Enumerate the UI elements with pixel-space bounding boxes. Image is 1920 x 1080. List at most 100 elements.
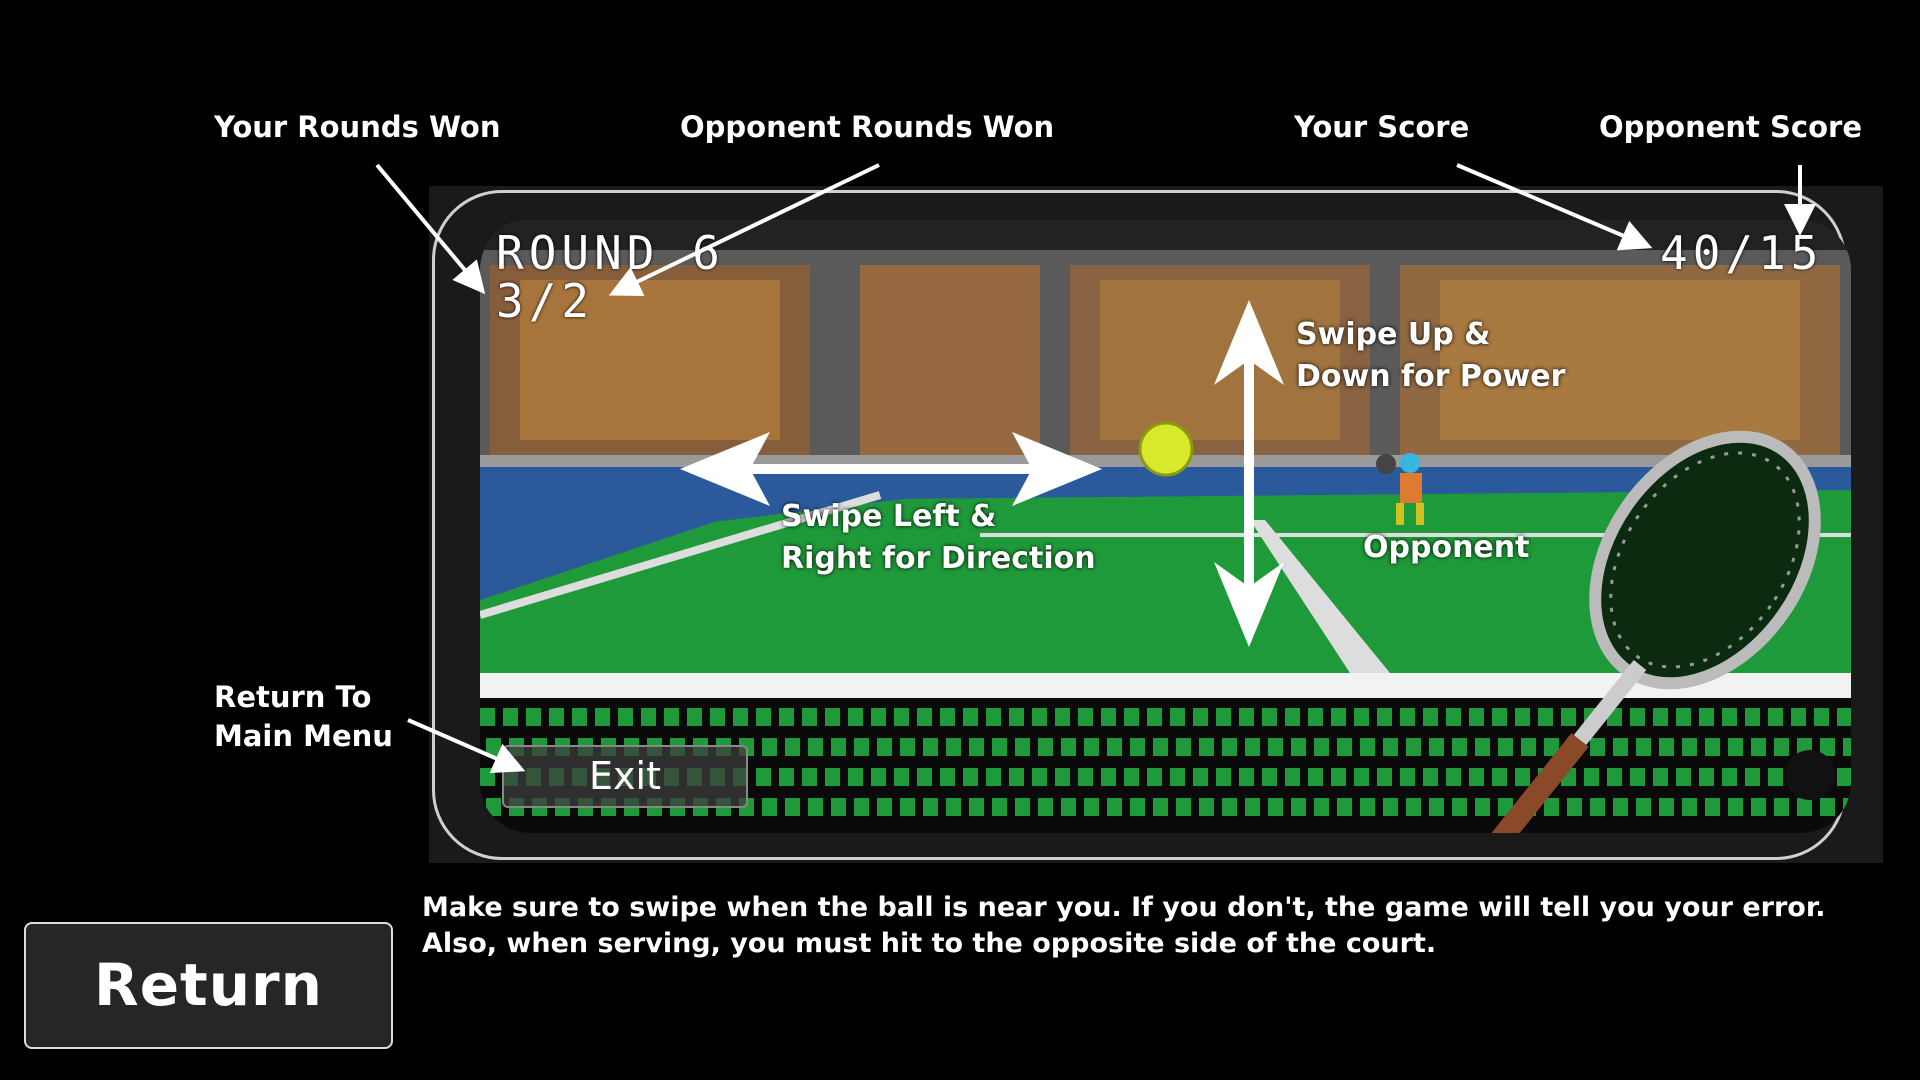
net-cell <box>802 768 817 786</box>
net-cell <box>1078 708 1093 726</box>
net-cell <box>848 708 863 726</box>
net-cell <box>877 738 892 756</box>
exit-button[interactable]: Exit <box>502 745 748 808</box>
net-cell <box>1291 738 1306 756</box>
net-cell <box>1751 738 1766 756</box>
net-cell <box>1170 708 1185 726</box>
net-cell <box>762 738 777 756</box>
net-cell <box>664 708 679 726</box>
net-cell <box>1469 768 1484 786</box>
net-cell <box>1429 798 1444 816</box>
net-cell <box>641 708 656 726</box>
net-cell <box>1492 768 1507 786</box>
net-cell <box>1515 768 1530 786</box>
net-cell <box>1061 738 1076 756</box>
net-cell <box>1406 798 1421 816</box>
net-cell <box>992 798 1007 816</box>
rounds-won-score: 3/2 <box>496 274 595 328</box>
tip-line1: Make sure to swipe when the ball is near… <box>422 892 1826 923</box>
net-cell <box>756 768 771 786</box>
net-cell <box>986 708 1001 726</box>
net-cell <box>1728 798 1743 816</box>
net-cell <box>1791 708 1806 726</box>
net-cell <box>1147 768 1162 786</box>
net-cell <box>1475 798 1490 816</box>
net-cell <box>969 738 984 756</box>
net-cell <box>1659 798 1674 816</box>
net-cell <box>894 708 909 726</box>
net-cell <box>854 798 869 816</box>
net-cell <box>1383 798 1398 816</box>
net-cell <box>1423 708 1438 726</box>
net-cell <box>1469 708 1484 726</box>
net-cell <box>986 768 1001 786</box>
net-cell <box>1630 708 1645 726</box>
net-cell <box>900 738 915 756</box>
net-cell <box>1613 798 1628 816</box>
net-cell <box>549 708 564 726</box>
net-cell <box>1492 708 1507 726</box>
net-cell <box>1084 798 1099 816</box>
net-cell <box>1147 708 1162 726</box>
net-cell <box>486 738 501 756</box>
net-cell <box>1774 738 1789 756</box>
net-cell <box>1446 708 1461 726</box>
net-cell <box>1124 768 1139 786</box>
net-cell <box>1337 738 1352 756</box>
net-cell <box>1728 738 1743 756</box>
net-cell <box>1682 738 1697 756</box>
net-cell <box>963 708 978 726</box>
net-cell <box>733 708 748 726</box>
net-cell <box>1084 738 1099 756</box>
net-cell <box>1705 798 1720 816</box>
net-cell <box>1216 768 1231 786</box>
net-cell <box>618 708 633 726</box>
net-cell <box>1676 708 1691 726</box>
net-cell <box>1170 768 1185 786</box>
net-cell <box>1245 738 1260 756</box>
net-cell <box>825 768 840 786</box>
net-cell <box>1630 768 1645 786</box>
net-cell <box>1820 798 1835 816</box>
net-cell <box>1314 738 1329 756</box>
opponent-score-label: Opponent Score <box>1599 110 1862 144</box>
net-cell <box>1653 768 1668 786</box>
net-cell <box>1337 798 1352 816</box>
net-cell <box>1498 738 1513 756</box>
net-cell <box>1837 768 1851 786</box>
return-button[interactable]: Return <box>24 922 393 1049</box>
game-screen <box>480 220 1851 833</box>
net-cell <box>1130 798 1145 816</box>
tennis-ball <box>1138 421 1194 477</box>
net-cell <box>1515 708 1530 726</box>
net-cell <box>785 798 800 816</box>
net-cell <box>1216 708 1231 726</box>
swipe-power-hint: Swipe Up & Down for Power <box>1296 314 1565 398</box>
game-score: 40/15 <box>1660 226 1824 280</box>
swipe-direction-hint: Swipe Left & Right for Direction <box>781 496 1096 580</box>
net-cell <box>923 798 938 816</box>
net-cell <box>1561 708 1576 726</box>
net-cell <box>1538 708 1553 726</box>
net-cell <box>572 708 587 726</box>
net-cell <box>1843 738 1851 756</box>
net-cell <box>1751 798 1766 816</box>
net-cell <box>1285 768 1300 786</box>
net-cell <box>831 738 846 756</box>
net-cell <box>1446 768 1461 786</box>
net-cell <box>1406 738 1421 756</box>
net-cell <box>1705 738 1720 756</box>
swipe-direction-line2: Right for Direction <box>781 541 1096 576</box>
net-cell <box>1383 738 1398 756</box>
net-cell <box>480 768 495 786</box>
net-cell <box>1038 738 1053 756</box>
net-cell <box>1130 738 1145 756</box>
net-cell <box>486 798 501 816</box>
net-cell <box>854 738 869 756</box>
your-rounds-won-label: Your Rounds Won <box>214 110 501 144</box>
net-cell <box>1055 768 1070 786</box>
net-cell <box>963 768 978 786</box>
net-cell <box>1360 738 1375 756</box>
net-cell <box>940 768 955 786</box>
net-cell <box>802 708 817 726</box>
